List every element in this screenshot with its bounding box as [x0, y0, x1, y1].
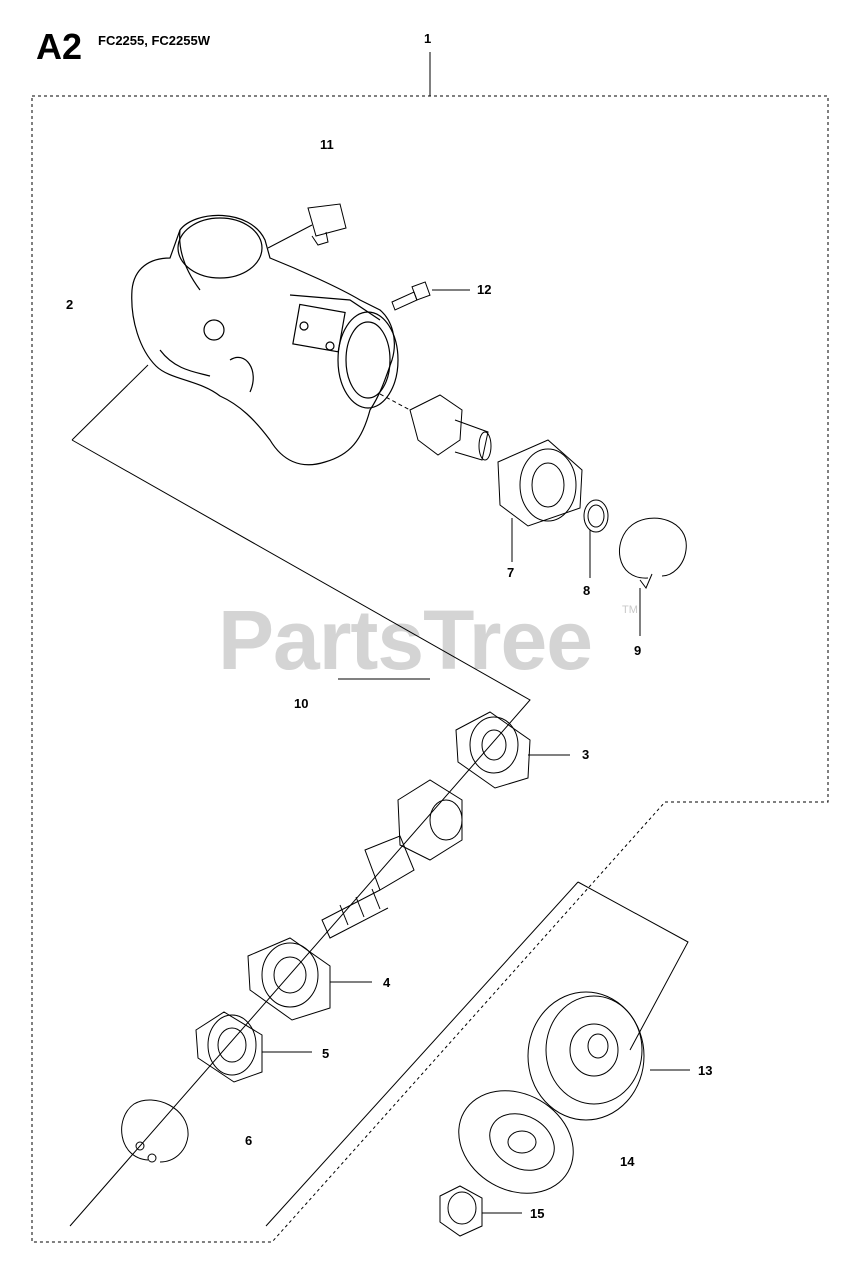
callout-2: 2	[66, 297, 74, 312]
ring-8	[583, 499, 609, 578]
callout-15: 15	[530, 1206, 545, 1221]
circlip-6	[121, 1099, 189, 1163]
bevel-pinion	[379, 393, 492, 461]
gear-housing	[131, 214, 399, 466]
callout-9: 9	[634, 643, 642, 658]
callout-10: 10	[294, 696, 309, 711]
vent-plug	[267, 203, 347, 249]
callout-3: 3	[582, 747, 590, 762]
gear-shaft	[321, 779, 463, 939]
callout-7: 7	[507, 565, 515, 580]
callout-14: 14	[620, 1154, 635, 1169]
retaining-ring-9	[618, 517, 687, 636]
callout-6: 6	[245, 1133, 253, 1148]
seal-5	[195, 1011, 312, 1083]
screw	[391, 281, 470, 311]
bearing-4	[247, 937, 372, 1021]
callout-4: 4	[383, 975, 391, 990]
callout-13: 13	[698, 1063, 713, 1078]
model-numbers: FC2255, FC2255W	[98, 33, 210, 48]
callout-1: 1	[424, 31, 432, 46]
assembly-boundary	[31, 95, 829, 1243]
watermark: PartsTree	[218, 593, 593, 687]
flange-13	[527, 991, 690, 1121]
callout-11: 11	[320, 137, 334, 152]
bearing-7	[497, 439, 583, 562]
washer-14	[458, 1090, 574, 1194]
callout-5: 5	[322, 1046, 330, 1061]
bearing-3	[455, 711, 570, 789]
section-id: A2	[36, 26, 83, 67]
callout-8: 8	[583, 583, 591, 598]
watermark-tm: TM	[622, 604, 638, 616]
nut-15	[439, 1185, 522, 1237]
callout-12: 12	[477, 282, 492, 297]
